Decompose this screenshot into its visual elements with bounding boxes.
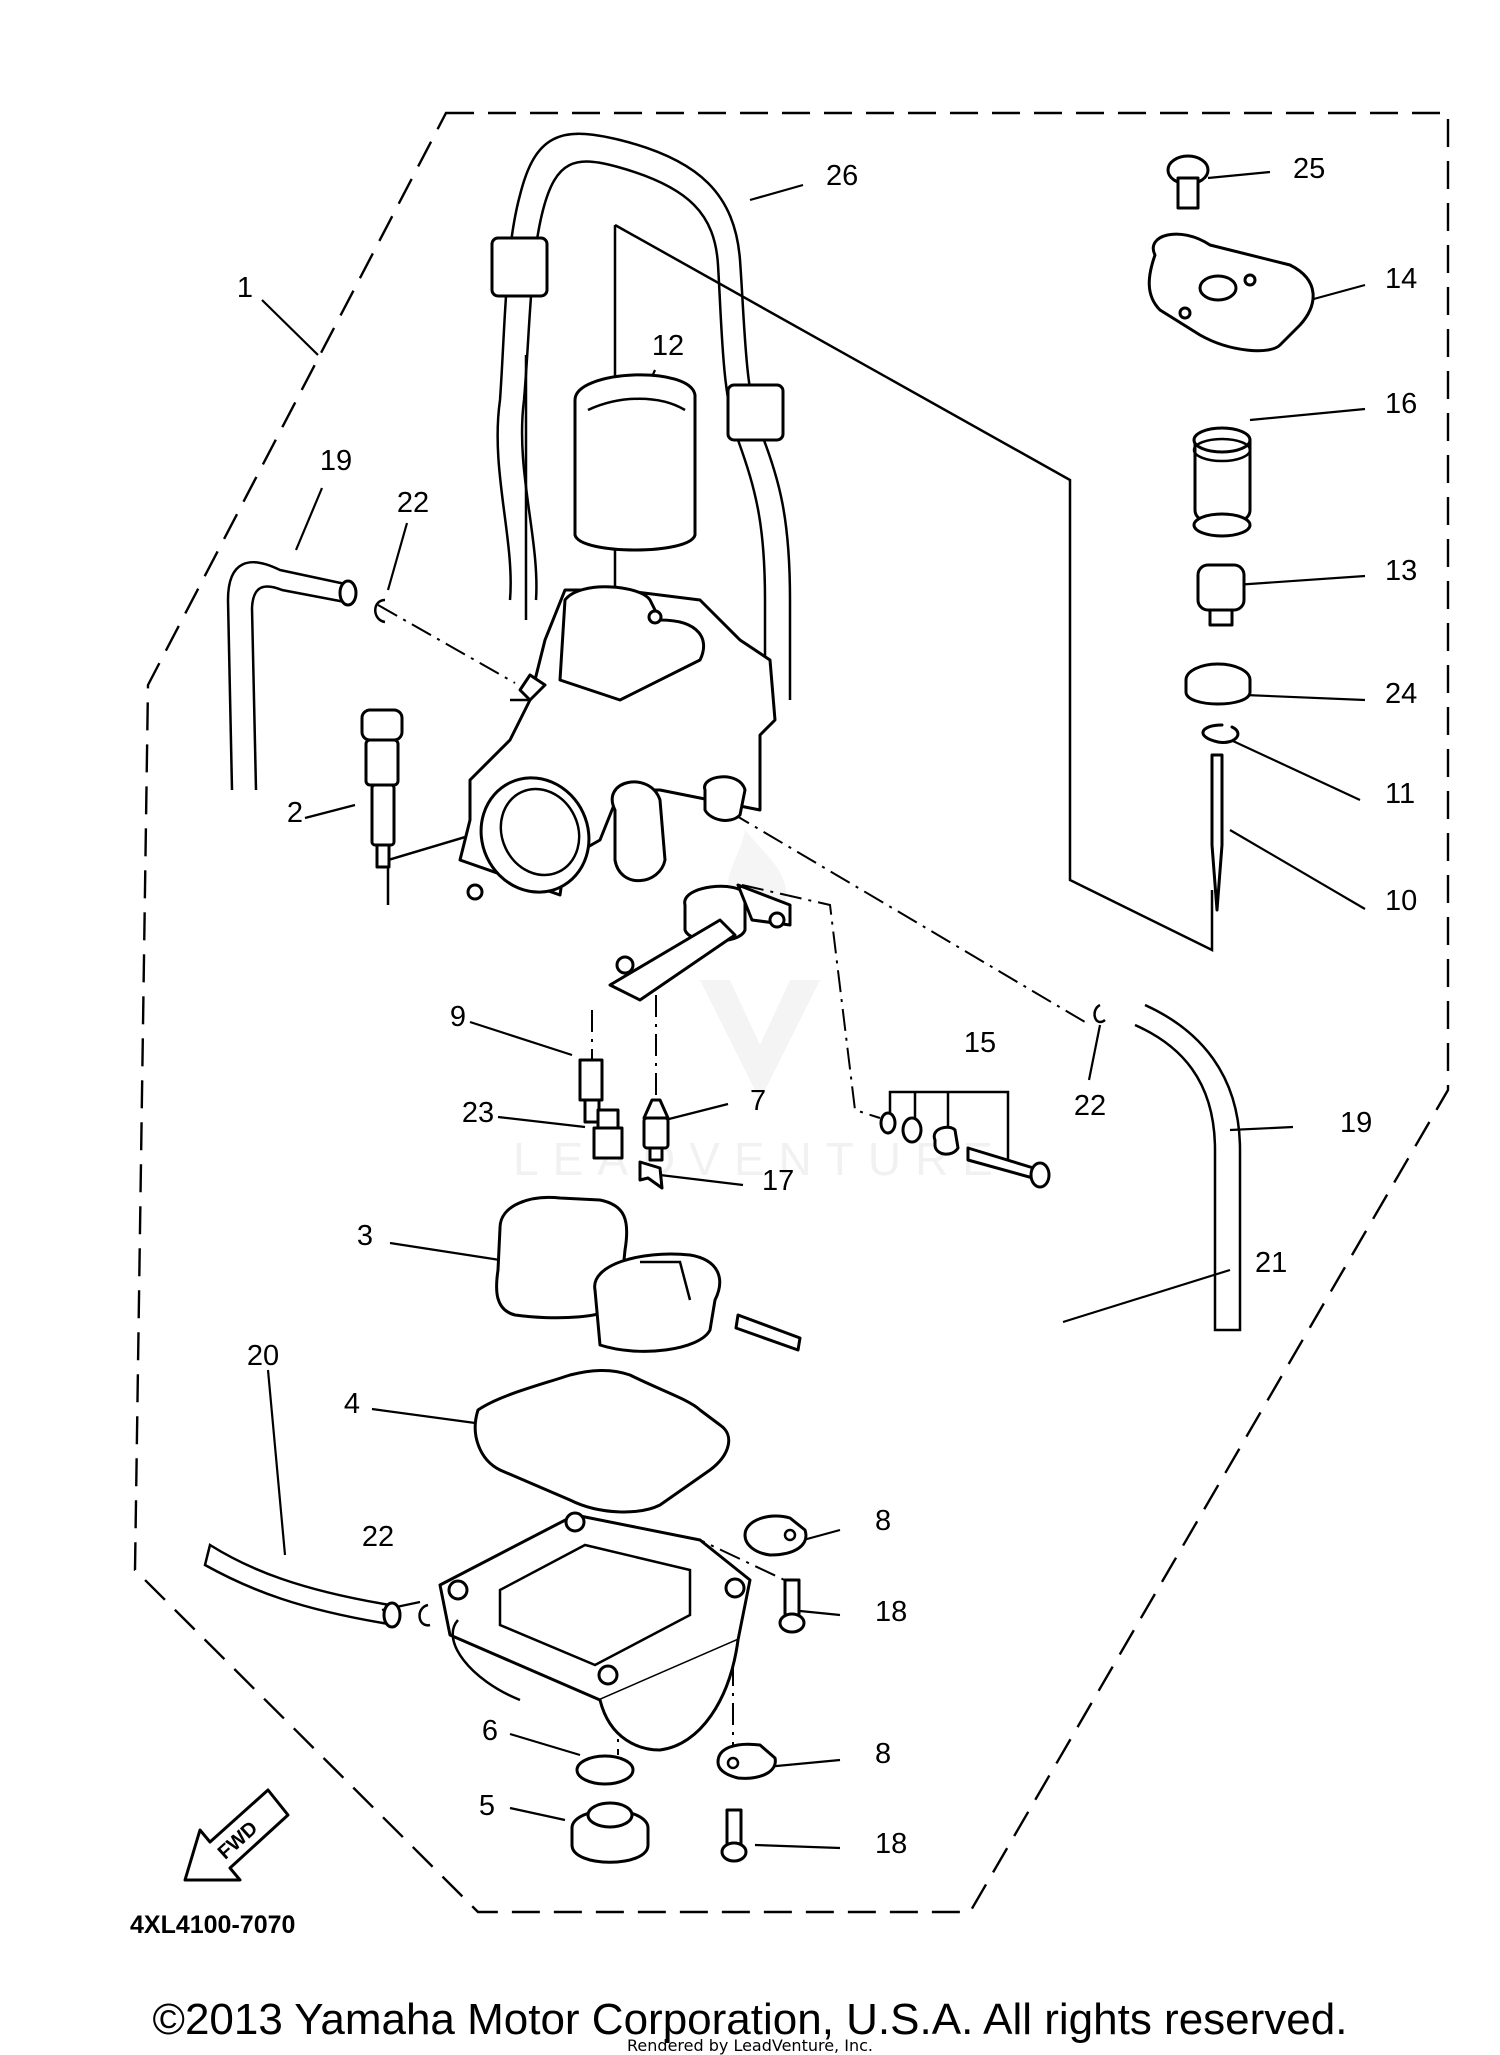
screw-18-lower	[720, 1808, 748, 1863]
callout-c20: 20	[247, 1340, 279, 1372]
float-3	[495, 1195, 722, 1353]
needle-valve-7	[642, 1098, 670, 1162]
callout-c11: 11	[1385, 778, 1415, 810]
callout-c5: 5	[479, 1790, 495, 1822]
rendered-by-credit: Rendered by LeadVenture, Inc.	[627, 2036, 873, 2055]
callout-c21: 21	[1255, 1247, 1287, 1279]
gasket-4	[473, 1369, 731, 1514]
callout-c12: 12	[652, 330, 684, 362]
callout-c23: 23	[462, 1097, 494, 1129]
clip-22-right	[1093, 1003, 1106, 1024]
screw-25	[1166, 154, 1210, 210]
fwd-arrow-icon: FWD	[183, 1788, 290, 1882]
hose-19-left	[226, 561, 351, 791]
callout-c4: 4	[344, 1388, 360, 1420]
spring-16	[1192, 426, 1252, 538]
leadventure-watermark: LEADVENTURE	[513, 830, 1007, 1185]
throttle-valve-12	[573, 373, 697, 552]
throttle-stop-screw-2	[360, 708, 404, 869]
callout-c24: 24	[1385, 678, 1417, 710]
callout-labels: 1234567889101112131415161718181919202122…	[237, 153, 1417, 1860]
callout-c13: 13	[1385, 555, 1417, 587]
callout-c6: 6	[482, 1715, 498, 1747]
needle-holder-13	[1196, 563, 1246, 627]
drain-plug-5	[570, 1801, 650, 1864]
callout-c19a: 19	[320, 445, 352, 477]
callout-c2: 2	[287, 797, 303, 829]
leader-lines	[261, 170, 1366, 1850]
drain-hose-20	[203, 1543, 397, 1627]
hose-19-left-end	[338, 579, 358, 607]
float-pin-21	[734, 1313, 802, 1352]
callout-c9: 9	[450, 1001, 466, 1033]
collar-24	[1184, 662, 1252, 706]
drain-hose-20-end	[382, 1601, 402, 1629]
callout-c8a: 8	[875, 1505, 891, 1537]
jet-needle-10	[1210, 753, 1224, 912]
callout-c8b: 8	[875, 1738, 891, 1770]
callout-c14: 14	[1385, 263, 1417, 295]
clip-11	[1201, 723, 1240, 744]
carburetor-body	[458, 585, 792, 1002]
watermark-text: LEADVENTURE	[513, 1133, 1007, 1185]
clip-22-bottom	[418, 1603, 431, 1627]
clip-22-top	[374, 598, 386, 624]
screw-18-upper	[778, 1578, 806, 1634]
assembly-boundary	[133, 111, 1450, 1914]
pilot-screw-set-15	[879, 1090, 1051, 1189]
gasket-6	[575, 1754, 635, 1786]
callout-c22a: 22	[397, 487, 429, 519]
callout-c22b: 22	[1074, 1090, 1106, 1122]
callout-c25: 25	[1293, 153, 1325, 185]
clip-17	[638, 1160, 664, 1190]
callout-c7: 7	[750, 1085, 766, 1117]
callout-c1: 1	[237, 272, 253, 304]
top-cover-14	[1147, 232, 1315, 353]
callout-c16: 16	[1385, 388, 1417, 420]
jet-23	[592, 1108, 624, 1160]
callout-c15: 15	[964, 1027, 996, 1059]
callout-c19b: 19	[1340, 1107, 1372, 1139]
callout-c10: 10	[1385, 885, 1417, 917]
callout-c18a: 18	[875, 1596, 907, 1628]
callout-c26: 26	[826, 160, 858, 192]
copyright-notice: ©2013 Yamaha Motor Corporation, U.S.A. A…	[152, 1995, 1348, 2044]
callout-c3: 3	[357, 1220, 373, 1252]
vent-hose-26	[490, 132, 792, 702]
plate-8-upper	[743, 1514, 808, 1557]
callout-c17: 17	[762, 1165, 794, 1197]
hose-19-right	[1134, 1003, 1242, 1332]
plate-8-lower	[716, 1742, 777, 1780]
jet-9	[578, 1058, 604, 1124]
callout-c18b: 18	[875, 1828, 907, 1860]
float-bowl	[438, 1511, 752, 1752]
callout-c22c: 22	[362, 1521, 394, 1553]
part-number-code: 4XL4100-7070	[130, 1911, 295, 1939]
